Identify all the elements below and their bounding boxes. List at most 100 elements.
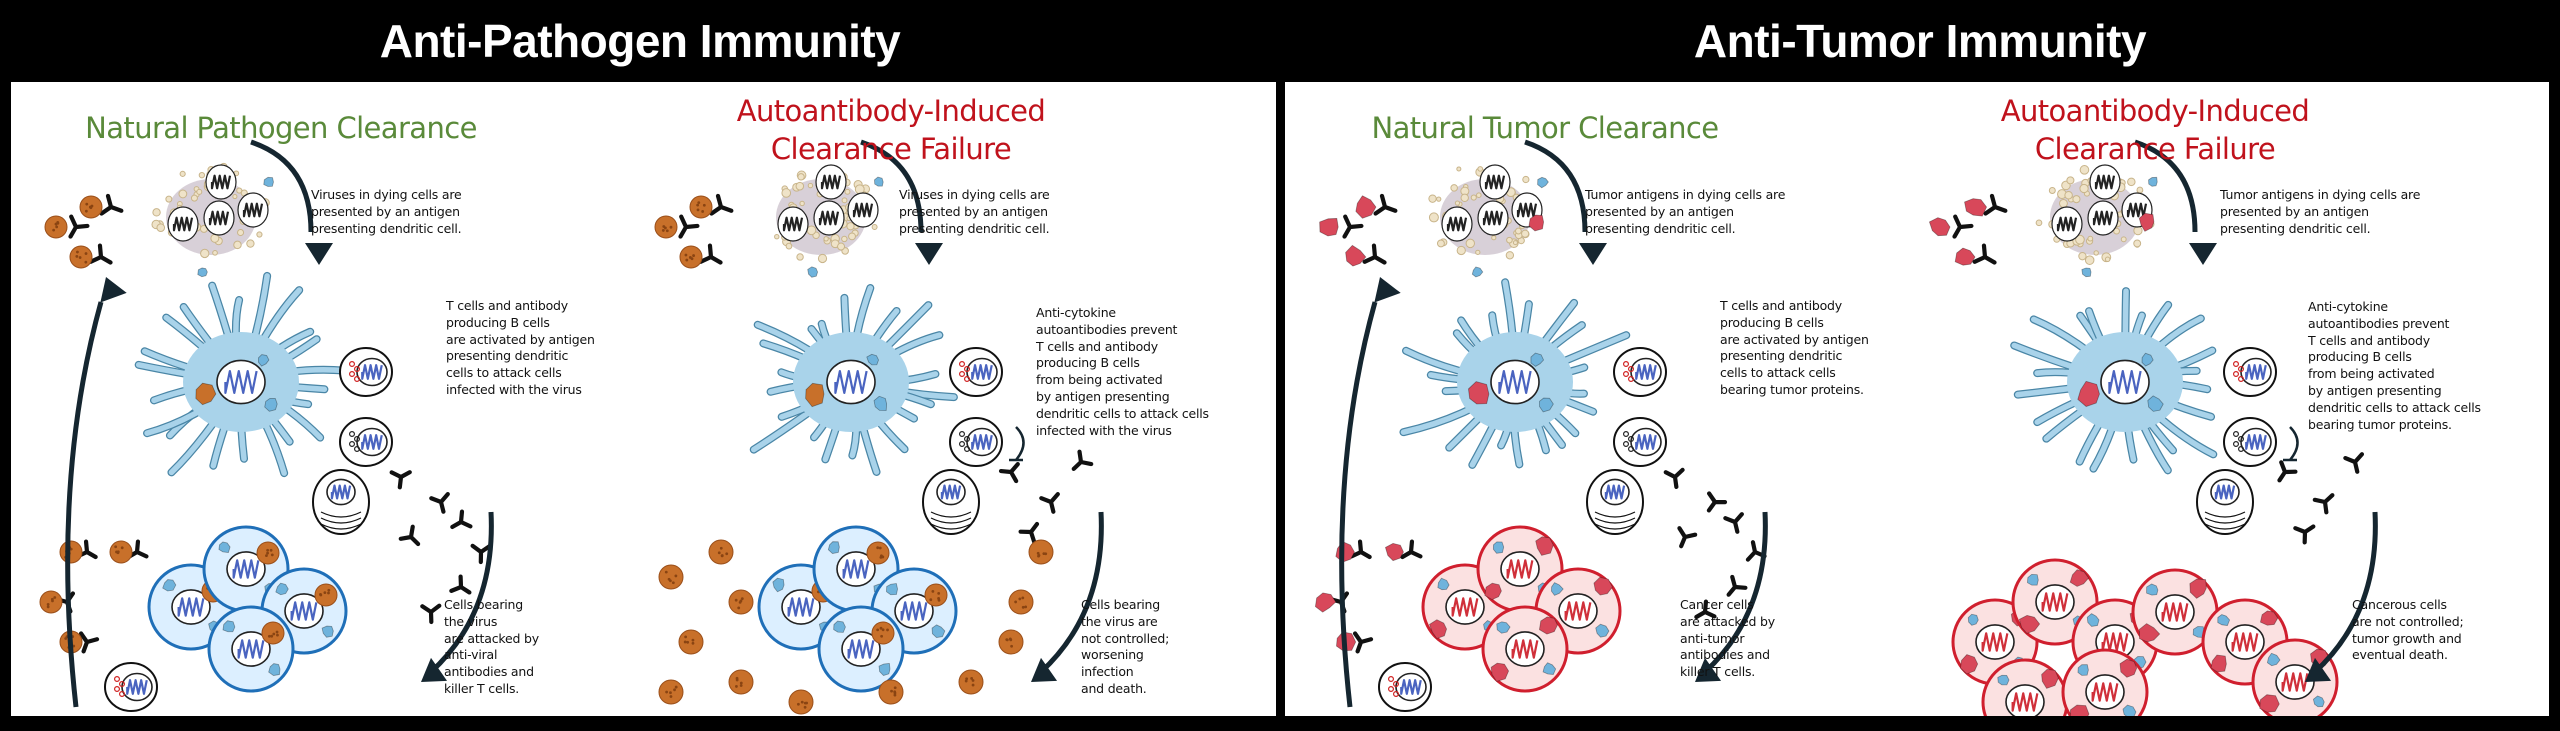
- infected-cell-icon: [207, 605, 295, 693]
- tumor-antigen-icon: [1960, 654, 1979, 675]
- antibody-icon: [2277, 460, 2298, 483]
- b-cell-icon: [1586, 469, 1644, 535]
- arrow-attack: [1703, 511, 1768, 674]
- antibody-icon: [698, 243, 723, 265]
- tumor-antigen-icon: [1593, 576, 1613, 596]
- dna-icon: [1484, 174, 1506, 190]
- antigen-icon: [1468, 381, 1490, 405]
- antibody-icon: [998, 462, 1020, 484]
- peptide-icon: [268, 663, 281, 676]
- tumor-antigen-icon: [2069, 704, 2090, 716]
- dna-icon: [852, 202, 874, 218]
- peptide-icon: [2147, 395, 2164, 412]
- antibody-icon: [420, 603, 442, 625]
- peptide-icon: [2266, 652, 2281, 667]
- virus-icon: [924, 583, 948, 607]
- tumor-antigen-icon: [1535, 536, 1554, 556]
- antibody-icon: [1706, 491, 1728, 513]
- arrow-return-head: [1374, 277, 1401, 303]
- antibody-icon: [1663, 467, 1685, 490]
- dna-icon: [842, 559, 870, 579]
- antibody-icon: [2293, 524, 2316, 545]
- arrow-attack: [1039, 511, 1104, 674]
- caption-tumor-failure-step3: Cancerous cells are not controlled; tumo…: [2352, 597, 2464, 663]
- tumor-antigen-icon: [1954, 247, 1976, 266]
- tumor-antigen-icon: [1538, 616, 1558, 635]
- dna-icon: [787, 597, 815, 617]
- antibody-icon: [678, 214, 700, 239]
- dna-icon: [2245, 434, 2267, 450]
- virus-icon: [654, 215, 678, 239]
- antibody-icon: [2312, 493, 2335, 515]
- antigen-icon: [805, 382, 825, 408]
- dna-icon: [1506, 559, 1534, 579]
- peptide-icon: [2077, 664, 2089, 676]
- antibody-icon: [78, 631, 100, 654]
- caption-tumor-natural-step3: Cancer cells are attacked by anti-tumor …: [1680, 597, 1775, 680]
- lymphocyte-icon: [949, 347, 1003, 397]
- heading-pathogen-clearance-failure: Autoantibody-Induced Clearance Failure: [736, 94, 1046, 166]
- dendritic-cell-icon: [1399, 278, 1631, 469]
- peptide-icon: [1492, 541, 1505, 554]
- virus-icon: [679, 245, 703, 269]
- antibody-icon: [99, 193, 124, 216]
- peptide-icon: [218, 541, 231, 553]
- virus-icon: [69, 245, 93, 269]
- virus-icon: [261, 621, 285, 645]
- dendritic-cell-icon: [749, 284, 958, 476]
- virus-icon: [256, 541, 280, 565]
- peptide-icon: [807, 266, 819, 278]
- lymphocyte-icon: [1613, 347, 1667, 397]
- virus-icon: [1028, 539, 1054, 565]
- peptide-icon: [874, 176, 884, 187]
- arrow-present-head: [915, 243, 943, 265]
- peptide-icon: [931, 624, 946, 638]
- dna-icon: [330, 484, 352, 500]
- dna-icon: [1446, 216, 1468, 232]
- dna-icon: [1635, 364, 1657, 380]
- antibody-icon: [1400, 539, 1423, 560]
- lymphocyte-icon: [104, 662, 158, 712]
- tumor-cell-icon: [2131, 568, 2219, 656]
- dna-icon: [1511, 639, 1539, 659]
- lymphocyte-icon: [339, 417, 393, 467]
- antibody-icon: [1373, 193, 1398, 216]
- dna-icon: [2091, 682, 2119, 702]
- peptide-icon: [866, 353, 879, 366]
- peptide-icon: [1437, 577, 1450, 591]
- peptide-icon: [833, 620, 846, 633]
- section-title-anti-tumor: Anti-Tumor Immunity: [1693, 15, 2147, 67]
- failure-scene: [654, 139, 1104, 715]
- dna-icon: [2245, 364, 2267, 380]
- antibody-icon: [88, 243, 113, 265]
- arrow-present-head: [305, 243, 333, 265]
- peptide-icon: [1471, 266, 1484, 278]
- tumor-antigen-icon: [1490, 662, 1510, 682]
- b-cell-icon: [312, 469, 370, 535]
- dna-icon: [1604, 484, 1626, 500]
- virus-icon: [689, 195, 713, 219]
- peptide-icon: [1595, 623, 1610, 638]
- tumor-antigen-icon: [2041, 668, 2059, 689]
- arrow-return: [65, 301, 104, 708]
- tumor-antigen-icon: [1314, 592, 1337, 613]
- dna-icon: [237, 639, 265, 659]
- antibody-icon: [389, 470, 412, 490]
- infected-cell-icon: [202, 525, 290, 613]
- peptide-icon: [258, 354, 270, 367]
- tumor-cell-icon: [1481, 605, 1569, 693]
- antibody-icon: [2343, 452, 2365, 474]
- peptide-icon: [2217, 614, 2231, 626]
- arrow-present-head: [2189, 243, 2217, 265]
- heading-natural-tumor-clearance: Natural Tumor Clearance: [1371, 111, 1720, 145]
- inhibit-icon: [1015, 426, 1025, 461]
- antibody-icon: [450, 509, 473, 530]
- dna-icon: [2101, 632, 2129, 652]
- antibody-icon: [1952, 214, 1974, 239]
- dying-cell-icon: [151, 162, 274, 278]
- dendritic-cell-icon: [134, 271, 349, 478]
- peptide-icon: [2146, 583, 2159, 596]
- virus-icon: [958, 669, 984, 695]
- dna-icon: [818, 210, 840, 226]
- caption-pathogen-natural-step1: Viruses in dying cells are presented by …: [311, 187, 462, 236]
